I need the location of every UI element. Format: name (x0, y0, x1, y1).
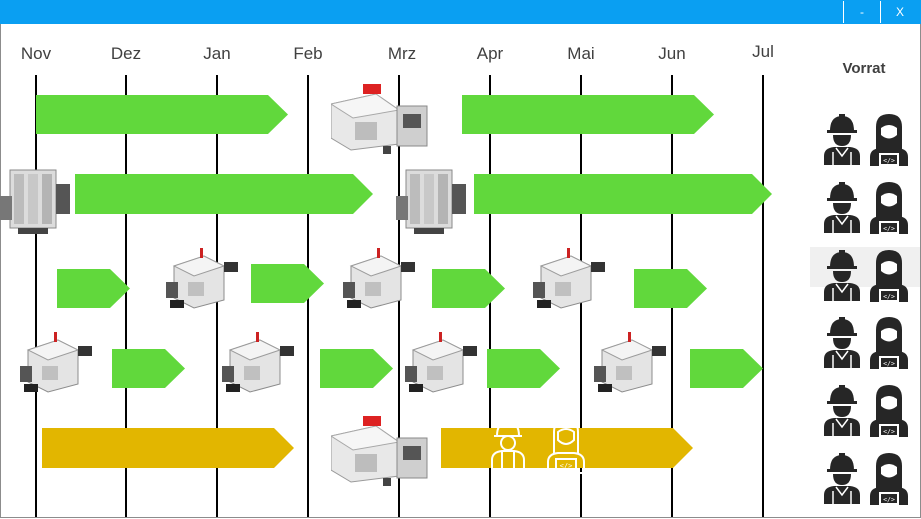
month-label-jan: Jan (203, 44, 231, 63)
task-arrow-green[interactable] (634, 269, 707, 308)
developer-icon[interactable]: </> (868, 247, 910, 308)
task-arrow-green[interactable] (474, 174, 772, 214)
developer-icon[interactable]: </> (868, 314, 910, 375)
svg-text:</>: </> (883, 157, 895, 165)
construction-worker-icon[interactable] (822, 180, 862, 239)
task-arrow-gold[interactable] (42, 428, 294, 468)
task-arrow-green[interactable] (320, 349, 393, 388)
task-arrow-green[interactable] (251, 264, 324, 303)
month-label-jun: Jun (658, 44, 686, 63)
developer-icon[interactable]: </> (868, 382, 910, 443)
minimize-button[interactable]: - (843, 1, 880, 23)
task-arrow-green[interactable] (36, 95, 288, 134)
process-machine-icon (20, 332, 92, 393)
title-bar: - X (0, 0, 921, 24)
construction-worker-icon[interactable] (822, 315, 862, 374)
wide-machine-icon (331, 84, 428, 154)
svg-text:</>: </> (883, 496, 895, 504)
construction-worker-icon[interactable] (822, 112, 862, 171)
month-label-feb: Feb (293, 44, 323, 63)
construction-worker-icon[interactable] (822, 451, 862, 510)
vorrat-title: Vorrat (842, 60, 886, 77)
developer-icon[interactable]: </> (868, 111, 910, 172)
task-arrow-green[interactable] (57, 269, 130, 308)
task-arrow-green[interactable] (432, 269, 505, 308)
month-gridline (125, 75, 127, 517)
close-button[interactable]: X (880, 1, 919, 23)
process-machine-icon (533, 248, 605, 309)
svg-text:</>: </> (883, 428, 895, 436)
svg-text:</>: </> (883, 293, 895, 301)
wide-machine-icon (331, 416, 428, 486)
process-machine-icon (343, 248, 415, 309)
month-label-mai: Mai (567, 44, 595, 63)
task-arrow-green[interactable] (462, 95, 714, 134)
process-machine-icon (166, 248, 238, 309)
month-label-jul: Jul (752, 42, 774, 61)
task-arrow-green[interactable] (690, 349, 763, 388)
developer-icon[interactable]: </> (868, 179, 910, 240)
task-arrow-green[interactable] (75, 174, 373, 214)
svg-text:</>: </> (560, 462, 573, 470)
task-arrow-green[interactable] (112, 349, 185, 388)
svg-text:</>: </> (883, 225, 895, 233)
construction-worker-icon[interactable] (822, 248, 862, 307)
month-label-apr: Apr (476, 44, 504, 63)
month-label-dez: Dez (110, 44, 142, 63)
tall-machine-icon (396, 169, 466, 234)
month-gridline (762, 75, 764, 517)
process-machine-icon (594, 332, 666, 393)
task-arrow-green[interactable] (487, 349, 560, 388)
construction-worker-icon[interactable] (822, 383, 862, 442)
process-machine-icon (405, 332, 477, 393)
construction-worker-outline-icon (491, 420, 525, 472)
month-gridline (35, 75, 37, 517)
tall-machine-icon (0, 169, 70, 234)
developer-icon[interactable]: </> (868, 450, 910, 511)
process-machine-icon (222, 332, 294, 393)
svg-text:</>: </> (883, 360, 895, 368)
month-label-nov: Nov (20, 44, 52, 63)
developer-outline-icon: </> (547, 418, 585, 474)
month-label-mrz: Mrz (387, 44, 417, 63)
